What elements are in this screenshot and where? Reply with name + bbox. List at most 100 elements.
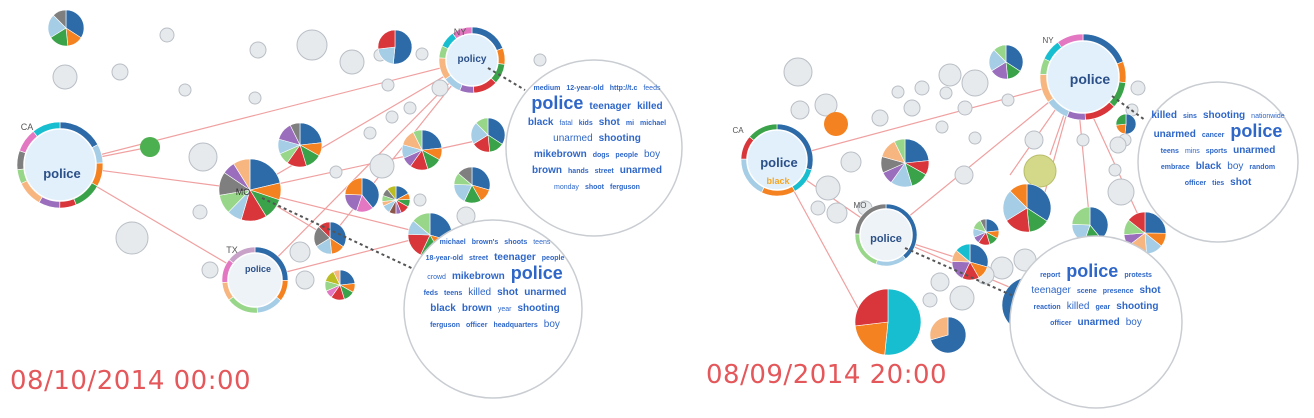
wordcloud-circle-mo-2	[1009, 235, 1183, 409]
wordcloud-word: street	[469, 255, 489, 262]
bubble-node	[295, 270, 315, 290]
wordcloud-word: scene	[1076, 288, 1097, 295]
wordcloud-word: headquarters	[493, 322, 538, 329]
pie-node-slice	[993, 44, 1007, 63]
green-node	[140, 137, 160, 157]
hub-mo-2-inner	[859, 208, 913, 262]
wordcloud-word: brown	[532, 165, 563, 176]
bubble-node	[111, 63, 129, 81]
hub-label-ny: policy	[458, 54, 487, 65]
wordcloud-word: ferguson	[610, 184, 640, 191]
state-label-ny-2: NY	[1042, 36, 1054, 45]
dashed-connector	[487, 67, 526, 91]
wordcloud-word: brown's	[471, 239, 499, 246]
bubble-node	[339, 49, 365, 75]
wordcloud-word: 12-year-old	[566, 85, 604, 92]
wordcloud-word: teenager	[494, 252, 536, 263]
wordcloud-word: boy	[543, 319, 560, 330]
pie-node-slice	[361, 177, 380, 209]
pie-node-mo-slice	[249, 158, 281, 191]
hub-ca-inner	[23, 128, 97, 202]
pie-node-slice	[475, 117, 489, 136]
wordcloud-word: dogs	[592, 152, 610, 159]
bubble-node	[1109, 136, 1127, 154]
wordcloud-word: mikebrown	[451, 271, 505, 282]
wordcloud-word: black	[527, 117, 554, 128]
bubble-node	[52, 64, 78, 90]
wordcloud-word: kids	[578, 120, 593, 127]
bubble-node	[814, 93, 838, 117]
bubble-node	[961, 69, 989, 97]
hub-sublabel-ca-2: black	[766, 176, 790, 186]
wordcloud-word: michael	[640, 120, 667, 127]
wordcloud-word: shoots	[504, 239, 528, 246]
wordcloud-word: police	[1066, 261, 1119, 281]
wordcloud-word: embrace	[1160, 164, 1190, 171]
bubble-node	[783, 57, 813, 87]
wordcloud-word: unarmed	[524, 287, 567, 298]
wordcloud-circle-ny-2	[1137, 81, 1299, 243]
pie-node-slice	[412, 129, 423, 151]
wordcloud-word: officer	[1050, 320, 1072, 327]
wordcloud-word: shot	[1139, 285, 1161, 296]
state-label-ca-2: CA	[732, 126, 744, 135]
wordcloud-word: shot	[598, 117, 620, 128]
pie-node-slice	[1128, 211, 1146, 234]
bubble-node	[954, 165, 974, 185]
wordcloud-word: mikebrown	[533, 149, 587, 160]
hub-label-mo-2: police	[870, 233, 902, 245]
wordcloud-word: police	[531, 93, 584, 113]
bubble-node	[1130, 80, 1146, 96]
pie-node-slice	[854, 288, 889, 327]
bubble-node	[968, 131, 982, 145]
wordcloud-word: http://t.c	[609, 85, 638, 92]
wordcloud-word: shooting	[1202, 110, 1246, 121]
wordcloud-circle-mo	[403, 219, 583, 399]
bubble-node	[891, 85, 905, 99]
wordcloud-word: boy	[1227, 161, 1244, 172]
edge-line	[59, 59, 473, 166]
wordcloud-word: police	[1230, 121, 1283, 141]
bubble-node	[810, 200, 826, 216]
bubble-node	[415, 47, 429, 61]
wordcloud-word: michael	[439, 239, 466, 246]
pie-node-slice	[332, 269, 341, 286]
bubble-node	[178, 83, 192, 97]
wordcloud-word: teens	[1160, 148, 1179, 155]
wordcloud-word: killed	[1151, 110, 1177, 121]
state-label-mo-2: MO	[854, 201, 867, 210]
bubble-node	[431, 79, 449, 97]
hub-label-ca: police	[43, 166, 81, 181]
wordcloud-word: officer	[1184, 180, 1207, 187]
wordcloud-word: gear	[1095, 304, 1111, 311]
bubble-node	[922, 292, 938, 308]
wordcloud-word: presence	[1102, 288, 1134, 295]
pie-node-slice	[289, 122, 301, 146]
wordcloud-word: mi	[625, 120, 635, 127]
pie-node-slice	[1115, 113, 1127, 126]
wordcloud-word: boy	[643, 149, 661, 160]
hub-label-tx: police	[245, 264, 271, 274]
pie-node-slice	[854, 321, 889, 356]
wordcloud-word: ferguson	[430, 322, 461, 329]
wordcloud-word: people	[615, 152, 638, 159]
edge-line	[249, 59, 473, 191]
bubble-node	[1024, 130, 1044, 150]
bubble-node	[957, 100, 973, 116]
wordcloud-word: medium	[533, 85, 561, 92]
wordcloud-word: shooting	[598, 133, 641, 144]
bubble-node	[939, 86, 953, 100]
wordcloud-word: teenager	[1031, 285, 1071, 296]
wordcloud-word: sports	[1205, 148, 1228, 155]
pie-node-slice	[979, 218, 987, 233]
wordcloud-word: unarmed	[553, 133, 593, 144]
state-label-ny: NY	[454, 27, 467, 37]
bubble-node	[296, 29, 328, 61]
wordcloud-word: unarmed	[1233, 145, 1276, 156]
pie-node-slice	[1071, 206, 1091, 226]
bubble-node	[1076, 133, 1090, 147]
wordcloud-word: sins	[1182, 113, 1197, 120]
